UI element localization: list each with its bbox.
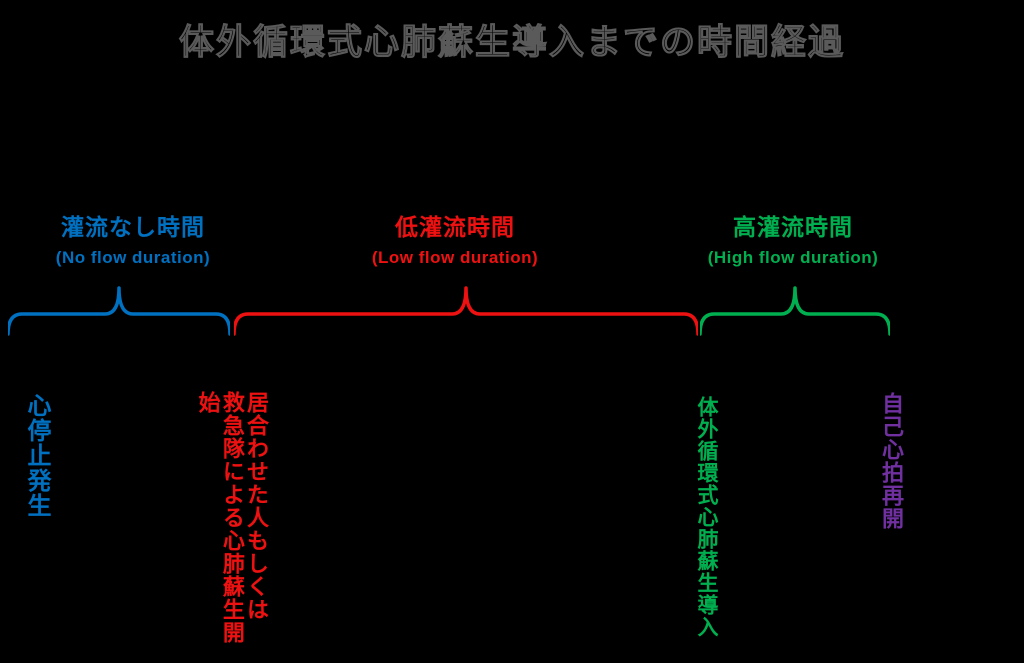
brace-high-flow-icon <box>700 286 890 336</box>
event-cpr-start: 居合わせた人もしくは 救急隊による心肺蘇生開始 <box>195 391 269 644</box>
phase-label-en-no-flow: (No flow duration) <box>55 248 211 267</box>
phase-label-en-low-flow: (Low flow duration) <box>371 248 539 267</box>
event-rosc: 自己心拍再開 <box>879 392 904 530</box>
phase-label-en-high-flow: (High flow duration) <box>707 248 879 267</box>
phase-label-jp-no-flow: 灌流なし時間 <box>61 214 205 240</box>
phase-label-jp-low-flow: 低灌流時間 <box>395 214 515 240</box>
phase-group-no-flow: 灌流なし時間 (No flow duration) <box>8 208 258 268</box>
brace-high-flow-path <box>700 286 890 336</box>
event-ecpr-introduction: 体外循環式心肺蘇生導入 <box>695 396 718 638</box>
brace-no-flow-path <box>8 286 230 336</box>
phase-group-high-flow: 高灌流時間 (High flow duration) <box>668 208 918 268</box>
brace-low-flow-icon <box>234 286 698 336</box>
brace-low-flow-path <box>234 286 698 336</box>
phase-label-jp-high-flow: 高灌流時間 <box>733 214 853 240</box>
phase-group-low-flow: 低灌流時間 (Low flow duration) <box>330 208 580 268</box>
brace-no-flow-icon <box>8 286 230 336</box>
event-cardiac-arrest: 心停止発生 <box>23 393 50 518</box>
page-title: 体外循環式心肺蘇生導入までの時間経過 <box>178 23 845 63</box>
